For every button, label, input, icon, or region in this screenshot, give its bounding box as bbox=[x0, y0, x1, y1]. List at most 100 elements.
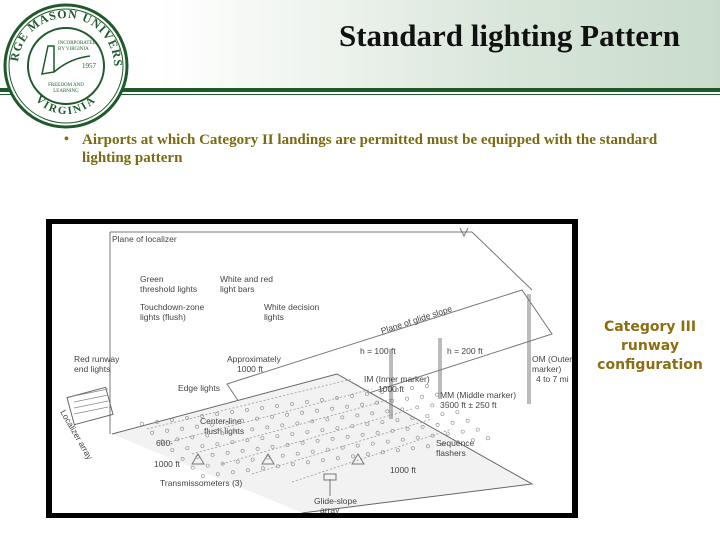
runway-light-dot bbox=[365, 452, 370, 457]
runway-light-dot bbox=[315, 408, 320, 413]
label-om-1: OM (Outer bbox=[532, 354, 572, 364]
runway-light-dot bbox=[460, 429, 465, 434]
runway-light-dot bbox=[190, 435, 195, 440]
runway-light-dot bbox=[440, 412, 445, 417]
label-om-2: marker) bbox=[532, 364, 561, 374]
label-h100: h = 100 ft bbox=[360, 346, 396, 356]
runway-light-dot bbox=[190, 465, 195, 470]
runway-light-dot bbox=[365, 422, 370, 427]
label-glide-slope-1: Glide-slope bbox=[314, 496, 357, 506]
label-centerline: Center-line bbox=[200, 416, 242, 426]
runway-light-dot bbox=[465, 418, 470, 423]
label-im-2: 1000 ft bbox=[378, 384, 405, 394]
label-localizer-array: Localizer array bbox=[58, 408, 95, 462]
runway-light-dot bbox=[205, 433, 210, 438]
runway-light-dot bbox=[385, 439, 390, 444]
runway-light-dot bbox=[275, 434, 280, 439]
label-flashers: flashers bbox=[436, 448, 466, 458]
label-green: Green bbox=[140, 274, 164, 284]
label-1000ft: 1000 ft bbox=[154, 459, 181, 469]
runway-light-dot bbox=[370, 441, 375, 446]
runway-light-dot bbox=[180, 426, 185, 431]
runway-light-dot bbox=[230, 440, 235, 445]
runway-light-dot bbox=[185, 416, 189, 420]
runway-light-dot bbox=[215, 442, 220, 447]
runway-light-dot bbox=[225, 450, 230, 455]
runway-light-dot bbox=[310, 419, 315, 424]
runway-light-dot bbox=[250, 427, 255, 432]
runway-light-dot bbox=[345, 404, 350, 409]
runway-light-dot bbox=[320, 398, 324, 402]
slide-title: Standard lighting Pattern bbox=[338, 18, 680, 53]
runway-light-dot bbox=[355, 413, 360, 418]
runway-light-dot bbox=[335, 426, 340, 431]
runway-light-dot bbox=[395, 388, 399, 392]
runway-light-dot bbox=[355, 443, 360, 448]
runway-light-dot bbox=[455, 410, 460, 415]
label-red-runway: Red runway bbox=[74, 354, 120, 364]
runway-light-dot bbox=[430, 403, 435, 408]
runway-light-dot bbox=[155, 420, 159, 424]
caption-line-1: Category III bbox=[603, 319, 697, 335]
runway-light-dot bbox=[310, 449, 315, 454]
runway-light-dot bbox=[225, 420, 230, 425]
runway-light-dot bbox=[390, 428, 395, 433]
caption-line-3: configuration bbox=[597, 357, 703, 373]
runway-light-dot bbox=[210, 422, 215, 427]
runway-light-dot bbox=[200, 474, 205, 479]
runway-light-dot bbox=[435, 422, 440, 427]
runway-lighting-diagram: Plane of localizer Green threshold light… bbox=[46, 219, 578, 518]
runway-light-dot bbox=[415, 405, 420, 410]
runway-light-dot bbox=[220, 431, 225, 436]
runway-light-dot bbox=[345, 434, 350, 439]
runway-light-dot bbox=[245, 468, 250, 473]
runway-light-dot bbox=[420, 424, 425, 429]
diagram-svg: Plane of localizer Green threshold light… bbox=[58, 227, 572, 513]
runway-light-dot bbox=[215, 412, 219, 416]
runway-light-dot bbox=[210, 452, 215, 457]
runway-light-dot bbox=[380, 390, 384, 394]
runway-light-dot bbox=[255, 416, 260, 421]
runway-light-dot bbox=[400, 437, 405, 442]
runway-light-dot bbox=[290, 402, 294, 406]
label-light-bars: light bars bbox=[220, 284, 255, 294]
label-600: 600- bbox=[156, 438, 173, 448]
runway-light-dot bbox=[265, 425, 270, 430]
runway-light-dot bbox=[270, 444, 275, 449]
label-seq-dist: 1000 ft bbox=[390, 465, 417, 475]
runway-light-dot bbox=[410, 386, 414, 390]
runway-light-dot bbox=[140, 422, 144, 426]
runway-light-dot bbox=[335, 456, 340, 461]
runway-light-dot bbox=[370, 411, 375, 416]
runway-light-dot bbox=[260, 466, 265, 471]
bullet-dot-icon: • bbox=[64, 132, 69, 147]
label-im-1: IM (Inner marker) bbox=[364, 374, 430, 384]
runway-light-dot bbox=[305, 430, 310, 435]
label-plane-glide-slope: Plane of glide slope bbox=[380, 303, 454, 336]
runway-light-dot bbox=[350, 424, 355, 429]
label-edge-lights: Edge lights bbox=[178, 383, 220, 393]
runway-light-dot bbox=[325, 417, 330, 422]
runway-light-dot bbox=[255, 446, 260, 451]
runway-light-dot bbox=[235, 429, 240, 434]
label-transmissometers: Transmissometers (3) bbox=[160, 478, 243, 488]
runway-light-dot bbox=[330, 406, 335, 411]
bullet-text: Airports at which Category II landings a… bbox=[82, 132, 658, 166]
runway-light-dot bbox=[270, 414, 275, 419]
runway-light-dot bbox=[245, 438, 250, 443]
runway-light-dot bbox=[395, 418, 400, 423]
runway-light-dot bbox=[275, 404, 279, 408]
label-flush-lights: flush lights bbox=[204, 426, 244, 436]
runway-light-dot bbox=[450, 420, 455, 425]
runway-light-dot bbox=[385, 409, 390, 414]
svg-text:LEARNING: LEARNING bbox=[53, 89, 79, 94]
label-threshold-lights: threshold lights bbox=[140, 284, 197, 294]
caption-line-2: runway bbox=[621, 338, 679, 354]
runway-light-dot bbox=[300, 410, 305, 415]
runway-light-dot bbox=[435, 392, 440, 397]
figure-caption: Category III runway configuration bbox=[583, 318, 717, 375]
runway-light-dot bbox=[405, 426, 410, 431]
runway-light-dot bbox=[280, 423, 285, 428]
label-mm-1: MM (Middle marker) bbox=[440, 390, 516, 400]
runway-light-dot bbox=[420, 394, 425, 399]
